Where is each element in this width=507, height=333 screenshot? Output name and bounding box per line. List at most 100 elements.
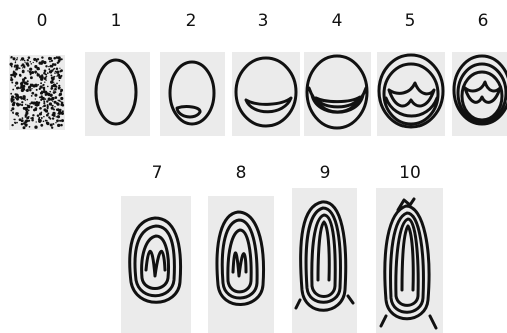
texture-dot [12, 89, 14, 91]
texture-dot [48, 98, 51, 101]
texture-dot [28, 56, 31, 59]
texture-dot [41, 117, 43, 119]
texture-dot [59, 80, 60, 81]
texture-dot [10, 93, 12, 95]
texture-dot [18, 115, 20, 117]
texture-dot [55, 122, 56, 123]
texture-dot [48, 116, 50, 118]
texture-dot [27, 89, 29, 91]
texture-dot [22, 95, 25, 98]
stage-label-0: 0 [37, 11, 48, 31]
stage-label-4: 4 [332, 11, 343, 31]
texture-dot [33, 58, 36, 61]
texture-dot [21, 117, 23, 119]
texture-dot [26, 110, 29, 113]
texture-dot [51, 105, 52, 106]
texture-dot [22, 63, 25, 66]
stage-1-figure [85, 52, 150, 136]
texture-dot [50, 74, 52, 76]
texture-dot [27, 64, 30, 67]
texture-dot [60, 97, 63, 100]
texture-dot [51, 97, 54, 100]
texture-dot [22, 78, 25, 81]
texture-dot [46, 110, 48, 112]
texture-dot [24, 60, 26, 62]
texture-dot [30, 84, 31, 85]
texture-dot [41, 76, 44, 79]
texture-dot [25, 125, 27, 127]
texture-dot [15, 60, 16, 61]
texture-dot [60, 75, 62, 77]
texture-dot [57, 108, 60, 111]
texture-dot [14, 65, 16, 67]
texture-dot [55, 71, 57, 73]
texture-dot [56, 68, 59, 71]
texture-dot [39, 96, 41, 98]
texture-dot [48, 57, 51, 60]
texture-dot [47, 72, 49, 74]
stage-2-figure [160, 52, 225, 136]
texture-dot [58, 87, 60, 89]
texture-dot [22, 90, 24, 92]
texture-dot [27, 99, 29, 101]
texture-dot [31, 88, 32, 89]
stage-label-7: 7 [152, 163, 163, 183]
texture-dot [24, 62, 25, 63]
texture-dot [41, 95, 43, 97]
texture-dot [60, 101, 61, 102]
texture-dot [34, 94, 37, 97]
texture-dot [16, 122, 18, 124]
texture-dot [46, 122, 49, 125]
texture-dot [27, 59, 29, 61]
texture-dot [39, 85, 42, 88]
texture-dot [56, 119, 59, 122]
texture-dot [54, 106, 55, 107]
texture-dot [60, 69, 63, 72]
stage-3-figure [232, 52, 300, 136]
texture-dot [40, 82, 42, 84]
stage-6-figure [452, 52, 507, 136]
texture-dot [35, 98, 36, 99]
texture-dot [54, 101, 57, 104]
texture-dot [46, 76, 48, 78]
texture-dot [25, 89, 27, 91]
texture-dot [31, 95, 33, 97]
texture-dot [46, 100, 48, 102]
texture-dot [11, 124, 13, 126]
texture-dot [15, 62, 17, 64]
texture-dot [42, 106, 43, 107]
texture-dot [10, 63, 13, 66]
texture-dot [30, 76, 33, 79]
texture-dot [54, 76, 55, 77]
texture-dot [15, 94, 17, 96]
texture-dot [27, 70, 29, 72]
texture-dot [34, 126, 37, 129]
texture-dot [25, 78, 27, 80]
texture-dot [51, 107, 54, 110]
texture-dot [13, 70, 15, 72]
texture-dot [19, 75, 21, 77]
texture-dot [40, 124, 43, 127]
texture-dot [48, 68, 50, 70]
texture-dot [53, 123, 55, 125]
texture-dot [30, 118, 31, 119]
texture-dot [32, 114, 34, 116]
texture-dot [51, 87, 54, 90]
texture-dot [58, 111, 61, 114]
texture-dot [47, 104, 49, 106]
texture-dot [21, 104, 23, 106]
texture-dot [15, 85, 17, 87]
texture-dot [29, 68, 32, 71]
texture-dot [53, 68, 55, 70]
texture-dot [57, 116, 59, 118]
texture-dot [59, 58, 61, 60]
texture-dot [56, 71, 59, 74]
texture-dot [30, 61, 32, 63]
texture-dot [37, 104, 40, 107]
texture-dot [21, 119, 24, 122]
texture-dot [58, 94, 60, 96]
stage-label-6: 6 [478, 11, 489, 31]
texture-dot [54, 63, 57, 66]
texture-dot [16, 87, 19, 90]
texture-dot [54, 88, 57, 91]
